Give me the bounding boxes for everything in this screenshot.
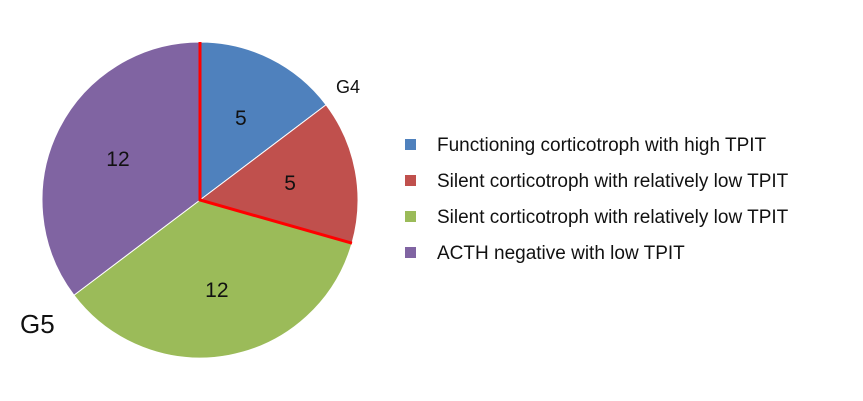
annotation-g4: G4 [336,77,360,97]
slice-label-2: 12 [205,279,228,302]
legend-label-3: ACTH negative with low TPIT [437,243,685,264]
highlight-outline [198,42,353,245]
annotation-g5: G5 [20,309,55,339]
legend-swatch-1 [405,175,416,186]
legend-label-0: Functioning corticotroph with high TPIT [437,135,767,156]
slice-label-3: 12 [106,148,129,171]
pie-slice-1 [198,104,359,244]
slice-label-1: 5 [284,172,296,195]
pie-slice-0 [199,41,327,202]
pie-slices [41,41,359,359]
highlight-line [198,42,353,245]
legend-label-2: Silent corticotroph with relatively low … [437,207,789,228]
legend-swatch-3 [405,247,416,258]
pie-slice-3 [41,41,201,296]
pie-slice-2 [73,199,353,359]
legend-swatch-2 [405,211,416,222]
slice-labels: 5 5 12 12 [106,107,296,302]
slice-label-0: 5 [235,107,247,130]
legend: Functioning corticotroph with high TPIT S… [405,135,789,264]
legend-label-1: Silent corticotroph with relatively low … [437,171,789,192]
legend-swatch-0 [405,139,416,150]
